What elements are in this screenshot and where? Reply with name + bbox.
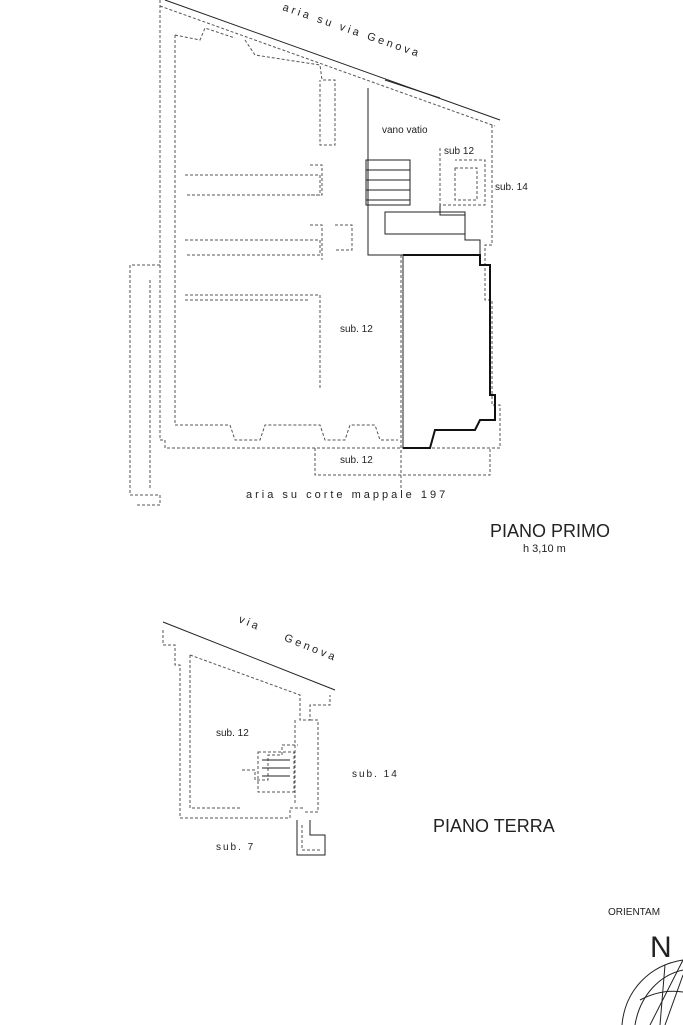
first-floor-plan [129,0,501,506]
compass-rose-icon [621,959,683,1025]
north-letter: N [650,931,672,964]
first-floor-title: PIANO PRIMO [490,521,610,541]
sub12-stair-label: sub 12 [444,146,474,157]
orientation-label: ORIENTAM [608,907,660,918]
ground-sub7-label: sub. 7 [216,842,255,853]
ground-sub12-label: sub. 12 [216,728,249,739]
ground-floor-title: PIANO TERRA [433,816,555,836]
vano-label: vano vatio [382,125,428,136]
ground-sub14-label: sub. 14 [352,769,399,780]
sub14-label: sub. 14 [495,182,528,193]
sub12-bottom-label: sub. 12 [340,455,373,466]
first-floor-height: h 3,10 m [523,543,566,555]
courtyard-label: aria su corte mappale 197 [246,489,448,501]
first-floor-street-label: aria su via Genova [281,1,423,60]
sub12-main-label: sub. 12 [340,324,373,335]
ground-floor-plan [162,621,336,856]
